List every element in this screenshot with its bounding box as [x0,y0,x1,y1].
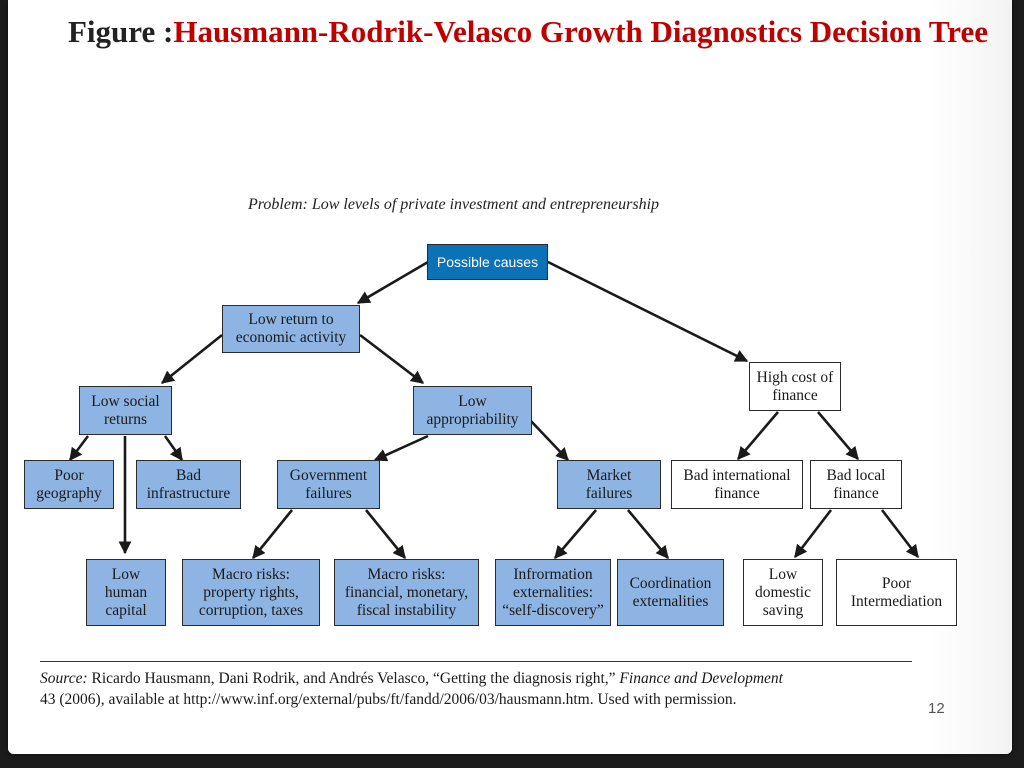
edge-govfail-macroprop [251,509,294,560]
slide: Figure :Hausmann-Rodrik-Velasco Growth D… [8,0,1012,754]
source-citation: Source: Ricardo Hausmann, Dani Rodrik, a… [40,668,940,710]
node-market-failures: Market failures [557,460,661,509]
node-information-externalities: Infrormation externalities: “self-discov… [495,559,611,626]
node-bad-infrastructure: Bad infrastructure [136,460,241,509]
node-high-cost-of-finance: High cost of finance [749,362,841,411]
edge-highcost-badintl [737,411,779,460]
edge-root-lowreturn [356,260,429,305]
edge-marketfail-info [554,509,597,559]
node-macro-risks-property: Macro risks: property rights, corruption… [182,559,320,626]
node-coordination-externalities: Coordination externalities [617,559,724,626]
source-divider [40,661,912,662]
edge-lowsocial-badinfra [163,435,184,462]
node-government-failures: Government failures [277,460,380,509]
source-journal: Finance and Development [619,670,783,687]
edge-lowapprop-marketfail [529,419,569,461]
edge-lowsocial-poorgeo [68,435,90,462]
title-main: Hausmann-Rodrik-Velasco Growth Diagnosti… [173,14,988,49]
node-low-social-returns: Low social returns [79,386,172,435]
node-low-return: Low return to economic activity [222,305,360,353]
title-prefix: Figure : [68,14,174,49]
node-low-domestic-saving: Low domestic saving [743,559,823,626]
slide-title: Figure :Hausmann-Rodrik-Velasco Growth D… [68,12,988,52]
node-low-appropriability: Low appropriability [413,386,532,435]
source-text-1: Ricardo Hausmann, Dani Rodrik, and André… [87,670,620,687]
edge-lowreturn-lowapprop [359,333,425,385]
edge-lowapprop-govfail [373,434,429,462]
edge-govfail-macrofin [364,509,407,560]
node-low-human-capital: Low human capital [86,559,166,626]
node-poor-intermediation: Poor Intermediation [836,559,957,626]
edge-marketfail-coord [627,509,669,559]
source-label: Source: [40,670,88,687]
node-bad-international-finance: Bad international finance [671,460,803,509]
node-bad-local-finance: Bad local finance [810,460,902,509]
edge-badlocal-poorinter [880,509,920,559]
edge-badlocal-lowsaving [793,509,833,559]
page-number: 12 [928,700,945,717]
node-macro-risks-financial: Macro risks: financial, monetary, fiscal… [334,559,479,626]
edge-lowreturn-lowsocial [160,333,223,385]
edge-highcost-badlocal [817,411,859,460]
slide-background [8,0,1012,754]
node-poor-geography: Poor geography [24,460,114,509]
problem-statement: Problem: Low levels of private investmen… [248,196,660,213]
edge-root-highcost [547,260,749,363]
source-text-2: 43 (2006), available at http://www.inf.o… [40,691,737,708]
node-possible-causes: Possible causes [427,244,548,280]
